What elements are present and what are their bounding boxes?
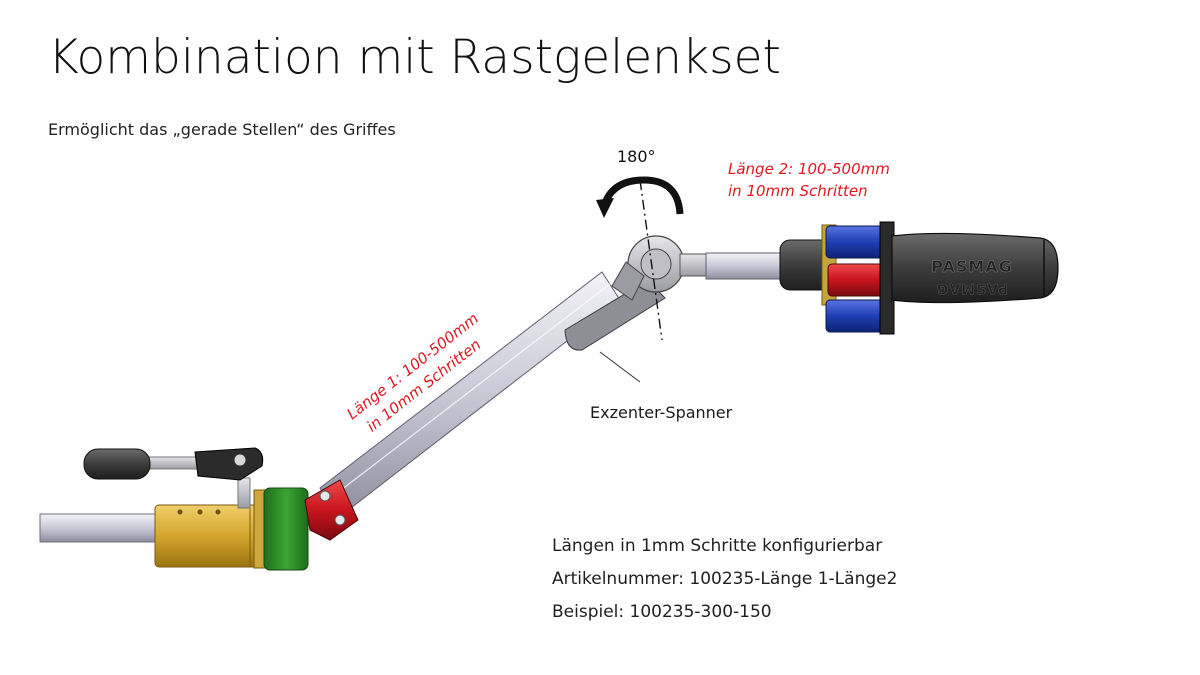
adjust-knob	[83, 447, 264, 509]
hinge-knuckle	[611, 235, 711, 301]
laenge2-steps: in 10mm Schritten	[728, 182, 868, 200]
grip-brand-text-mirrored: PASMAG	[936, 280, 1008, 296]
slide-subtitle: Ermöglicht das „gerade Stellen“ des Grif…	[48, 120, 396, 139]
info-line-example: Beispiel: 100235-300-150	[552, 602, 772, 622]
brass-clamp	[154, 504, 261, 568]
exzenter-label: Exzenter-Spanner	[590, 403, 733, 422]
green-ring	[253, 487, 309, 571]
info-line-config: Längen in 1mm Schritte konfigurierbar	[552, 536, 883, 556]
angle-label: 180°	[617, 147, 656, 166]
rotation-arrow-icon	[596, 176, 684, 218]
grip-brand-text: PASMAG	[931, 257, 1013, 276]
exzenter-spanner	[564, 279, 666, 383]
laenge2-label: Länge 2: 100-500mm	[728, 160, 890, 178]
slide-title: Kombination mit Rastgelenkset	[48, 30, 781, 85]
grip-assembly: PASMAG PASMAG	[779, 221, 1059, 335]
info-block: Längen in 1mm Schritte konfigurierbar Ar…	[552, 530, 897, 629]
base-rod	[39, 513, 171, 543]
red-joint	[304, 479, 359, 541]
info-line-article: Artikelnummer: 100235-Länge 1-Länge2	[552, 569, 898, 589]
rotation-axis	[639, 179, 663, 341]
